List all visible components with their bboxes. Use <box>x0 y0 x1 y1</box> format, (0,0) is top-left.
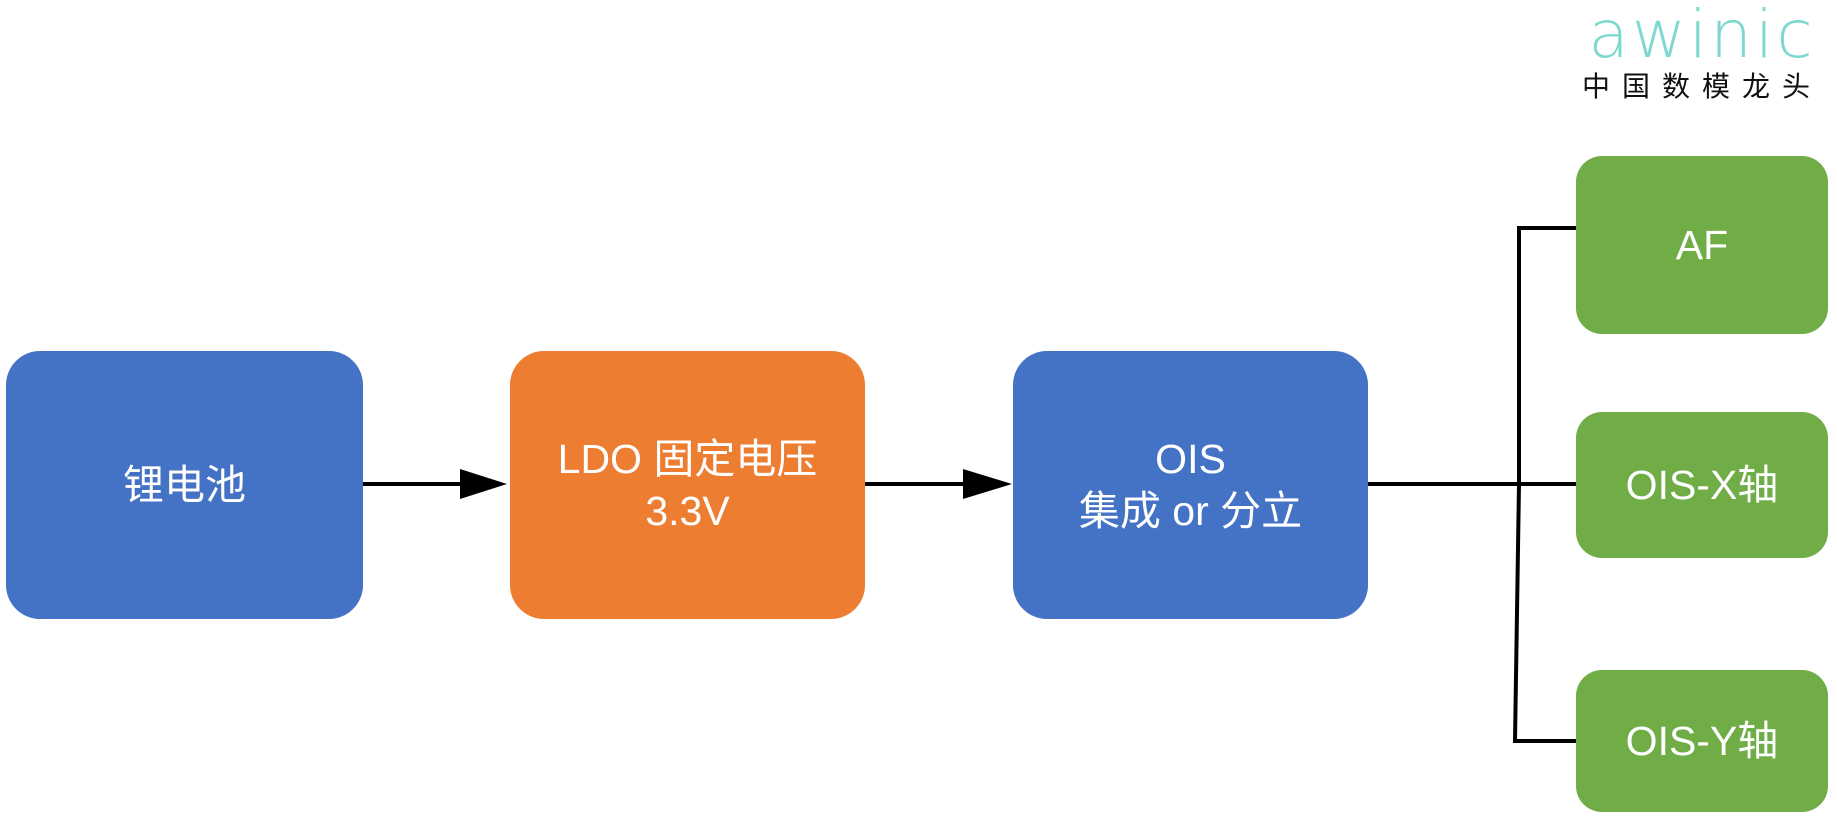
arrowhead-ldo <box>460 469 507 499</box>
node-af-label: AF <box>1675 222 1729 268</box>
node-af: AF <box>1576 156 1828 334</box>
node-ois-line1: OIS <box>1155 436 1226 482</box>
node-ois-y-label: OIS-Y轴 <box>1625 718 1779 764</box>
node-ldo: LDO 固定电压 3.3V <box>510 351 865 619</box>
node-battery-label: 锂电池 <box>123 462 246 508</box>
logo-tagline: 中国数模龙头 <box>1581 70 1822 103</box>
branch-ois-y <box>1512 483 1576 743</box>
node-ois-x: OIS-X轴 <box>1576 412 1828 558</box>
node-ois-y: OIS-Y轴 <box>1576 670 1828 812</box>
node-battery: 锂电池 <box>6 351 363 619</box>
node-ois: OIS 集成 or 分立 <box>1013 351 1368 619</box>
node-ois-x-label: OIS-X轴 <box>1625 462 1779 508</box>
node-ldo-line2: 3.3V <box>645 488 730 534</box>
branch-af <box>1517 226 1576 484</box>
node-ldo-line1: LDO 固定电压 <box>557 436 818 482</box>
awinic-logo: awinic 中国数模龙头 <box>1576 0 1828 104</box>
arrowhead-ois <box>963 469 1012 499</box>
node-ois-line2: 集成 or 分立 <box>1078 488 1303 534</box>
logo-word: awinic <box>1588 0 1816 73</box>
